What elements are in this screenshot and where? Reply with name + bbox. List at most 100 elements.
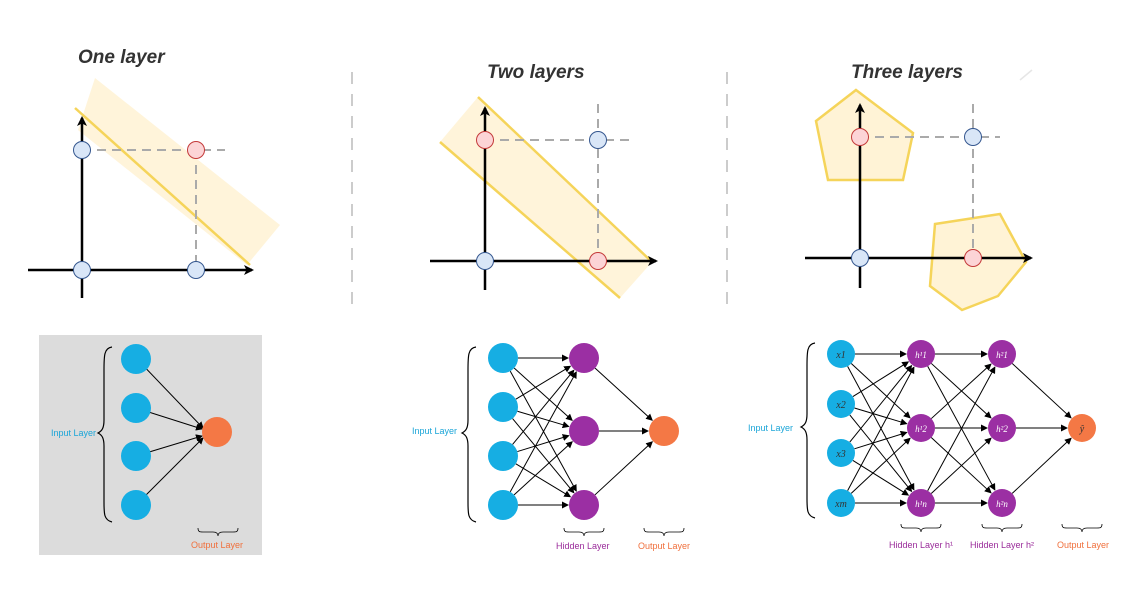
input-node-label: xm	[834, 499, 847, 510]
edge	[517, 410, 570, 429]
hidden-layer-h1-label: Hidden Layer h¹	[889, 540, 953, 550]
input-node	[121, 441, 151, 471]
blue-point	[73, 141, 91, 159]
red-point	[187, 141, 205, 159]
edge	[927, 366, 996, 491]
output-node	[1068, 414, 1096, 442]
edge	[850, 363, 911, 419]
input-node-label: x2	[835, 400, 845, 411]
hidden1-node	[907, 414, 935, 442]
hidden1-brace	[900, 523, 942, 533]
decision-line	[439, 141, 621, 299]
blue-point	[851, 249, 869, 267]
input-node	[488, 392, 518, 422]
network-one-layer: Input Layer Output Layer	[39, 335, 262, 555]
hidden1-node-label: h¹2	[915, 424, 927, 434]
output-brace	[643, 527, 685, 537]
input-brace	[799, 342, 816, 519]
input-node	[488, 343, 518, 373]
two-layers-plot: Two layers	[430, 62, 658, 299]
hidden1-node-label: h¹n	[915, 499, 927, 509]
input-node-x1	[827, 340, 855, 368]
red-point	[589, 252, 607, 270]
input-node-label: x1	[835, 350, 845, 361]
artifact-mark	[1019, 69, 1033, 81]
input-node	[121, 344, 151, 374]
output-node-label: ŷ	[1079, 424, 1085, 435]
edge	[135, 437, 204, 506]
input-node-label: x3	[835, 449, 845, 460]
three-layers-plot: Three layers	[805, 62, 1033, 312]
decision-line	[74, 107, 251, 266]
input-node-x3	[827, 439, 855, 467]
input-node	[121, 393, 151, 423]
hidden2-node	[988, 489, 1016, 517]
input-node-x2	[827, 390, 855, 418]
decision-region	[78, 78, 280, 265]
input-node-xm	[827, 489, 855, 517]
hidden-node	[569, 343, 599, 373]
hidden-brace	[563, 527, 605, 537]
output-brace	[1061, 523, 1103, 533]
edge	[1011, 363, 1072, 419]
hidden-layer-label: Hidden Layer	[556, 541, 610, 551]
hidden-layer-h2-label: Hidden Layer h²	[970, 540, 1034, 550]
hidden1-node	[907, 340, 935, 368]
input-node	[121, 490, 151, 520]
edge	[849, 364, 913, 443]
input-layer-label: Input Layer	[748, 423, 793, 433]
input-brace	[96, 346, 113, 523]
edge	[515, 463, 572, 498]
hidden-node	[569, 490, 599, 520]
hidden2-node-label: h²n	[996, 499, 1008, 509]
edge	[1011, 437, 1072, 494]
hidden2-node	[988, 340, 1016, 368]
two-layers-title: Two layers	[487, 62, 585, 83]
edge	[513, 441, 573, 496]
edge	[513, 367, 573, 421]
one-layer-plot: One layer	[28, 47, 280, 298]
output-node	[649, 416, 679, 446]
input-brace	[460, 346, 477, 523]
edge	[135, 357, 204, 429]
hidden1-node-label: h¹1	[915, 350, 927, 360]
one-layer-title: One layer	[78, 47, 166, 68]
hidden1-node	[907, 489, 935, 517]
hidden2-node-label: h²2	[996, 424, 1008, 434]
edge	[517, 434, 570, 453]
edge	[852, 459, 910, 496]
edge	[512, 418, 575, 494]
hidden2-node	[988, 414, 1016, 442]
network-three-layers: Input Layer x1 x2 x3 xm h¹1 h¹2 h¹n h²1 …	[748, 340, 1109, 550]
edge	[594, 441, 653, 496]
hidden2-brace	[981, 523, 1023, 533]
edge	[854, 407, 908, 426]
edge	[512, 369, 575, 445]
red-point	[476, 131, 494, 149]
edge	[930, 363, 992, 419]
decision-region	[440, 97, 652, 298]
edges-group	[847, 350, 1072, 507]
output-layer-label: Output Layer	[1057, 540, 1109, 550]
blue-point	[964, 128, 982, 146]
edge	[850, 437, 911, 494]
decision-line	[477, 96, 653, 263]
output-node	[202, 417, 232, 447]
blue-point	[589, 131, 607, 149]
input-node	[488, 441, 518, 471]
output-layer-label: Output Layer	[638, 541, 690, 551]
input-layer-label: Input Layer	[412, 426, 457, 436]
edge	[594, 367, 653, 421]
edge	[847, 366, 915, 491]
input-node	[488, 490, 518, 520]
network-background	[39, 335, 262, 555]
blue-point	[73, 261, 91, 279]
edge	[852, 361, 910, 398]
edge	[515, 365, 572, 400]
output-layer-label: Output Layer	[191, 540, 243, 550]
red-point	[964, 249, 982, 267]
edge	[930, 437, 992, 494]
hidden2-node-label: h²1	[996, 350, 1008, 360]
input-layer-label: Input Layer	[51, 428, 96, 438]
